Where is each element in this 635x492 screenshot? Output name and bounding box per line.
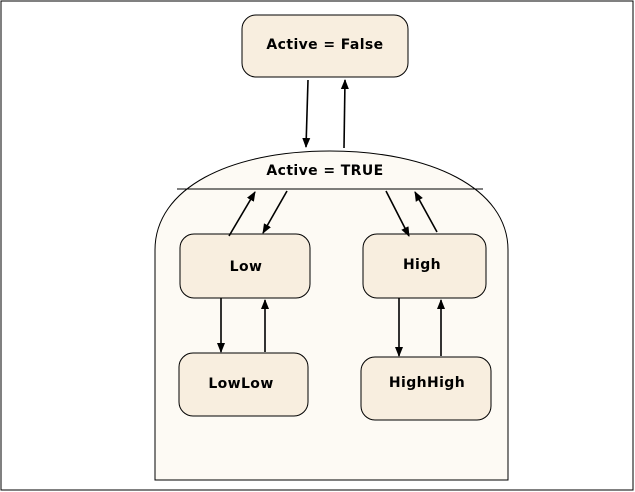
state-active-false-label: Active = False [266,37,383,53]
state-active-true[interactable]: Active = TRUE [154,150,509,481]
arrow-active-to-low [262,190,288,234]
arrow-high-to-active [414,191,438,233]
arrow-low-to-active [228,191,256,237]
state-low-label: Low [230,259,263,275]
state-active-true-label: Active = TRUE [266,163,383,179]
state-active-false[interactable]: Active = False [241,14,409,78]
state-lowlow-label: LowLow [208,376,273,392]
state-high-label: High [403,257,441,273]
state-highhigh-label: HighHigh [389,375,465,391]
state-highhigh[interactable]: HighHigh [360,356,492,421]
state-low[interactable]: Low [179,233,311,299]
state-lowlow[interactable]: LowLow [178,352,309,417]
state-high[interactable]: High [362,233,487,299]
arrow-true-to-false [340,79,349,149]
arrow-false-to-true [302,79,311,148]
arrow-active-to-high [385,190,410,237]
